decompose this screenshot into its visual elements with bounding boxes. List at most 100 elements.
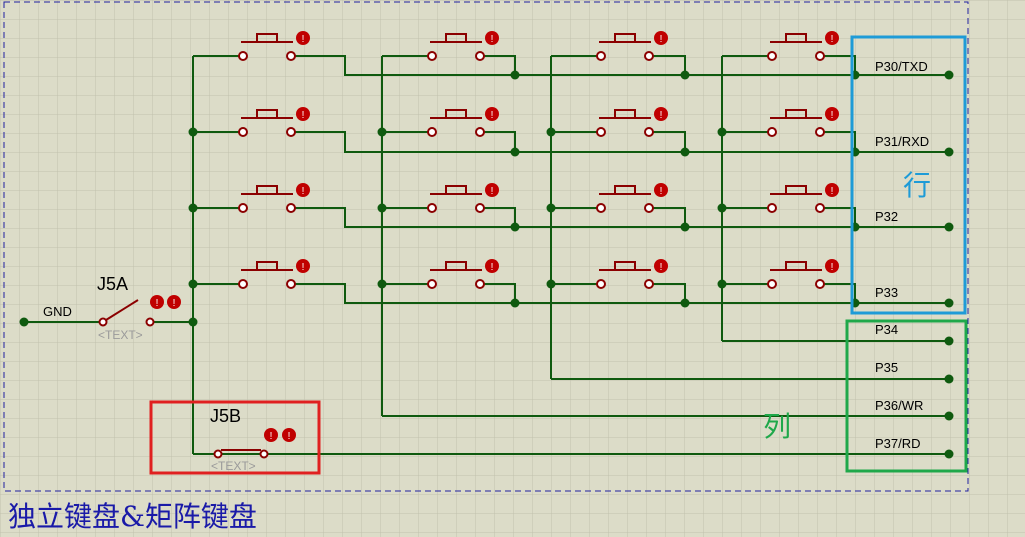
pin-terminal-dot [944,449,954,459]
key-contact-left [596,51,606,61]
key-indicator-glyph: ! [660,34,663,45]
key-button-r3-c1[interactable]: ! [238,183,310,213]
rows-group-box [850,35,967,315]
j5a-contact-left [98,317,108,327]
key-contact-left [596,279,606,289]
key-indicator-glyph: ! [831,110,834,121]
pin-label-p33: P33 [875,285,898,300]
svg-text:!: ! [173,298,176,309]
key-button-r1-c1[interactable]: ! [238,31,310,61]
key-contact-left [767,203,777,213]
key-indicator-glyph: ! [491,262,494,273]
key-indicator-icon [654,183,668,197]
key-contact-right [644,127,654,137]
key-cap [445,33,467,43]
key-indicator-icon [825,107,839,121]
key-button-r4-c1[interactable]: ! [238,259,310,289]
key-button-r2-c2[interactable]: ! [427,107,499,137]
j5b-contact-right [259,449,269,459]
key-indicator-icon [654,259,668,273]
key-button-r3-c4[interactable]: ! [767,183,839,213]
columns-group-label: 列 [763,411,791,442]
junction-dot [546,279,556,289]
key-contact-left [767,127,777,137]
jumper-j5b[interactable]: J5B <TEXT> ! ! [210,406,296,473]
j5a-text-placeholder: <TEXT> [98,328,143,342]
pin-terminal-dot [944,222,954,232]
key-indicator-icon [296,259,310,273]
svg-text:!: ! [270,431,273,442]
key-cap [614,33,636,43]
pin-label-p31: P31/RXD [875,134,929,149]
key-contact-left [238,51,248,61]
key-button-r2-c3[interactable]: ! [596,107,668,137]
pin-terminal-dot [944,298,954,308]
svg-text:!: ! [288,431,291,442]
key-button-r3-c3[interactable]: ! [596,183,668,213]
key-indicator-glyph: ! [302,34,305,45]
key-indicator-glyph: ! [831,186,834,197]
junction-dot [510,70,520,80]
key-contact-left [238,127,248,137]
key-cap [785,109,807,119]
jumper-j5a[interactable]: J5A <TEXT> ! ! [97,274,181,342]
key-indicator-glyph: ! [491,34,494,45]
key-contact-left [596,203,606,213]
pin-terminal-dot [944,336,954,346]
pin-terminal-dot [944,411,954,421]
key-contact-left [427,279,437,289]
key-indicator-glyph: ! [831,262,834,273]
key-lead-right [295,131,346,153]
key-contact-right [286,127,296,137]
key-button-r4-c2[interactable]: ! [427,259,499,289]
key-button-r1-c4[interactable]: ! [767,31,839,61]
key-indicator-glyph: ! [491,110,494,121]
key-contact-right [815,127,825,137]
key-indicator-glyph: ! [831,34,834,45]
key-lead-right [295,207,346,228]
pin-terminal-dot [944,374,954,384]
j5a-contact-right [145,317,155,327]
pin-label-p34: P34 [875,322,898,337]
key-cap [256,185,278,195]
key-cap [256,33,278,43]
j5a-switch-lever [105,299,139,321]
pin-label-p36: P36/WR [875,398,923,413]
key-indicator-glyph: ! [302,186,305,197]
junction-dot [188,317,198,327]
junction-dot [188,279,198,289]
j5b-ref-label: J5B [210,406,241,426]
key-indicator-icon [485,183,499,197]
key-button-r2-c1[interactable]: ! [238,107,310,137]
key-contact-left [427,203,437,213]
key-cap [614,109,636,119]
key-lead-right [295,283,346,304]
key-contact-right [286,51,296,61]
key-button-r1-c2[interactable]: ! [427,31,499,61]
junction-dot [546,127,556,137]
key-button-r4-c3[interactable]: ! [596,259,668,289]
key-indicator-icon [825,259,839,273]
junction-dot [717,127,727,137]
junction-dot [510,298,520,308]
key-contact-left [767,51,777,61]
key-indicator-glyph: ! [660,110,663,121]
key-contact-left [427,51,437,61]
sheet-border [3,1,969,492]
key-button-r2-c4[interactable]: ! [767,107,839,137]
key-contact-left [238,279,248,289]
key-button-r4-c4[interactable]: ! [767,259,839,289]
svg-text:!: ! [156,298,159,309]
key-indicator-icon [654,31,668,45]
key-button-r1-c3[interactable]: ! [596,31,668,61]
key-indicator-icon [485,259,499,273]
junction-dot [680,222,690,232]
key-cap [445,109,467,119]
key-indicator-icon [485,107,499,121]
key-cap [256,261,278,271]
j5a-ref-label: J5A [97,274,128,294]
junction-dot [377,203,387,213]
key-indicator-icon [825,183,839,197]
key-contact-right [286,203,296,213]
key-button-r3-c2[interactable]: ! [427,183,499,213]
